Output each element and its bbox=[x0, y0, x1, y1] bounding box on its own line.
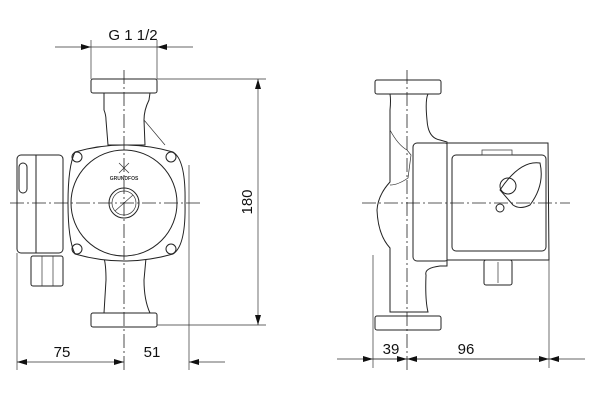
terminal-box bbox=[16, 154, 64, 254]
bolt bbox=[165, 151, 177, 163]
upper-pipe bbox=[103, 92, 151, 146]
front-dimensions: G 1 1/2 180 75 51 bbox=[16, 27, 266, 370]
motor-body bbox=[446, 142, 550, 261]
ground-symbol-icon bbox=[495, 203, 505, 213]
side-top-flange bbox=[374, 79, 442, 95]
bolt bbox=[165, 243, 177, 255]
bolt bbox=[71, 243, 83, 255]
lower-pipe bbox=[103, 257, 151, 314]
thread-dimension: G 1 1/2 bbox=[108, 27, 157, 44]
side-view bbox=[362, 70, 570, 372]
height-dimension: 180 bbox=[239, 189, 256, 214]
depth-right-dimension: 96 bbox=[458, 341, 475, 358]
side-bottom-flange bbox=[374, 315, 442, 331]
right-width-dimension: 51 bbox=[144, 344, 161, 361]
front-view: GRUNDFOS bbox=[10, 70, 200, 372]
depth-left-dimension: 39 bbox=[383, 341, 400, 358]
bolt bbox=[71, 151, 83, 163]
logo-text: GRUNDFOS bbox=[110, 176, 139, 182]
side-dimensions: 39 96 bbox=[337, 255, 585, 368]
cable-gland bbox=[30, 255, 64, 287]
left-width-dimension: 75 bbox=[54, 344, 71, 361]
speed-selector-icon bbox=[499, 162, 542, 208]
side-housing-ring bbox=[412, 142, 450, 262]
